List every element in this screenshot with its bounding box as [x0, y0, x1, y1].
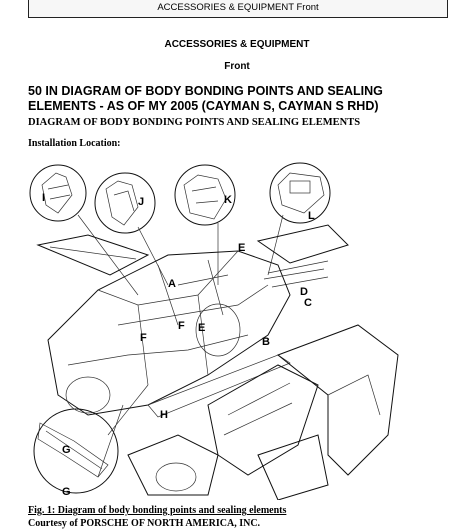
roof-panel: [36, 234, 150, 276]
callout-h: H: [160, 409, 168, 421]
figure-caption: Fig. 1: Diagram of body bonding points a…: [28, 505, 287, 516]
section-subname: Front: [224, 61, 250, 72]
callout-f-left: F: [140, 332, 147, 344]
callout-f-right: F: [178, 320, 185, 332]
diagram-subtitle: DIAGRAM OF BODY BONDING POINTS AND SEALI…: [28, 117, 361, 128]
detail-circle-i: [29, 164, 87, 222]
callout-g-bottom: G: [62, 486, 71, 498]
callout-e-mid: E: [198, 322, 205, 334]
callout-l: L: [308, 210, 315, 222]
callout-a: A: [168, 278, 176, 290]
page-header: ACCESSORIES & EQUIPMENT Front: [28, 0, 448, 18]
callout-g-top: G: [62, 444, 71, 456]
body-shell: [47, 250, 291, 418]
door-outer: [257, 434, 329, 500]
document-title: 50 IN DIAGRAM OF BODY BONDING POINTS AND…: [28, 84, 383, 113]
callout-k: K: [224, 194, 232, 206]
detail-circle-g: [33, 408, 119, 494]
side-panel: [277, 324, 399, 476]
callout-c: C: [304, 297, 312, 309]
callout-i: I: [42, 192, 45, 204]
door-panel: [207, 364, 319, 476]
detail-circle-j: [94, 172, 156, 234]
rear-lid: [256, 224, 349, 264]
callout-d: D: [300, 286, 308, 298]
figure-courtesy: Courtesy of PORSCHE OF NORTH AMERICA, IN…: [28, 518, 261, 529]
detail-circle-k: [174, 164, 236, 226]
callout-j: J: [138, 196, 144, 208]
body-bonding-diagram: I J K L E D C A B E F F H G G: [29, 162, 399, 500]
installation-label: Installation Location:: [28, 138, 121, 149]
callout-e-top: E: [238, 242, 245, 254]
callout-b: B: [262, 336, 270, 348]
front-fender: [127, 434, 219, 496]
section-name: ACCESSORIES & EQUIPMENT: [164, 39, 310, 50]
detail-circle-l: [269, 162, 331, 224]
